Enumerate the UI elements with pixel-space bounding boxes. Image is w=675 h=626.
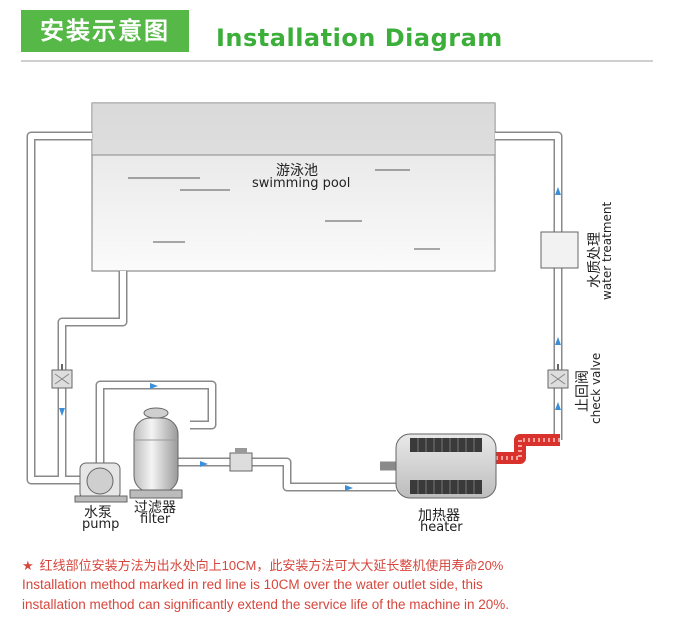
filter-label-cn: 过滤器	[134, 500, 176, 516]
header-badge: 安装示意图	[21, 10, 189, 52]
heater-unit	[395, 433, 497, 499]
pump-label-en: pump	[82, 517, 120, 532]
star-icon: ★	[22, 558, 34, 573]
water-treatment-label-en: water treatment	[600, 201, 614, 300]
filter-tank	[129, 407, 183, 499]
red-outlet-pipe	[496, 434, 560, 464]
check-valve-right	[547, 364, 569, 389]
pool-label-cn: 游泳池	[276, 163, 318, 179]
note-en-line-2: installation method can significantly ex…	[22, 597, 510, 612]
pump-unit	[74, 462, 128, 503]
diagram-title: Installation Diagram	[216, 24, 503, 52]
flow-arrows	[59, 187, 561, 491]
water-treatment-unit	[540, 231, 579, 269]
pool-label-en: swimming pool	[252, 176, 351, 191]
inline-valve	[229, 448, 253, 472]
check-valve-label-en: check valve	[589, 352, 603, 424]
swimming-pool-tank	[91, 102, 496, 272]
note-en-line-1: Installation method marked in red line i…	[22, 577, 483, 592]
header-divider	[21, 60, 653, 62]
heater-label-cn: 加热器	[418, 508, 460, 524]
check-valve-left	[51, 364, 73, 389]
heater-label-en: heater	[420, 520, 463, 535]
pump-label-cn: 水泵	[84, 505, 112, 521]
note-cn-text: 红线部位安装方法为出水处向上10CM，此安装方法可大大延长整机使用寿命20%	[39, 558, 504, 573]
filter-label-en: filter	[140, 512, 171, 527]
note-cn: ★ 红线部位安装方法为出水处向上10CM，此安装方法可大大延长整机使用寿命20%	[22, 555, 503, 574]
